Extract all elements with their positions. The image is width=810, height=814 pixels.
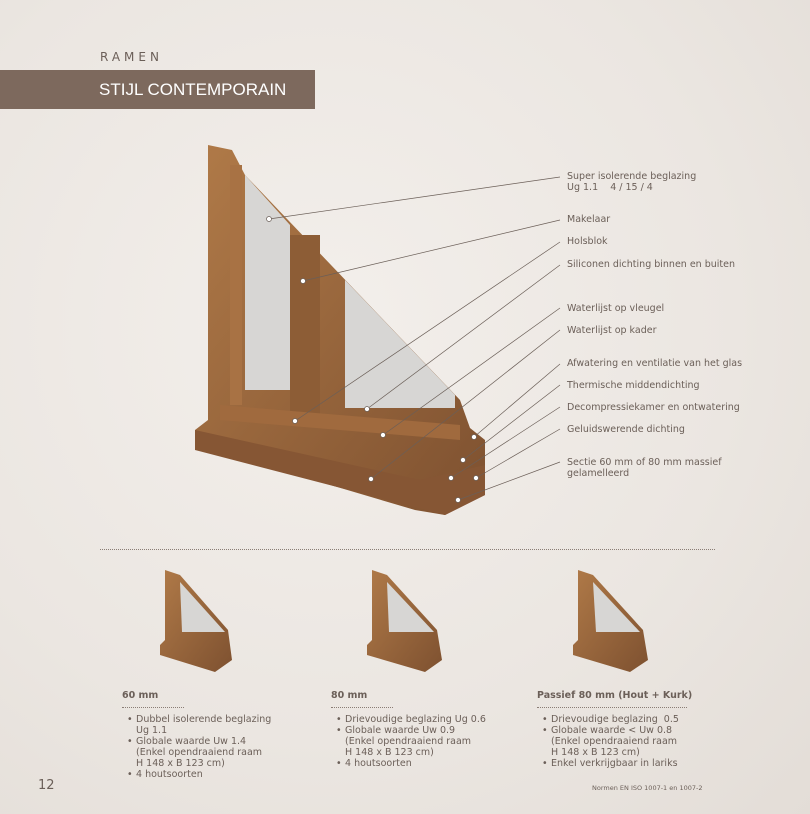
- page-number: 12: [38, 778, 55, 793]
- callout-geluid: Geluidswerende dichting: [567, 424, 685, 435]
- variant-title: 80 mm: [331, 690, 368, 701]
- variant-80mm-illustration: [367, 570, 442, 672]
- callout-text: Sectie 60 mm of 80 mm massief: [567, 457, 722, 468]
- spec-item: Drievoudige beglazing 0.5: [542, 714, 717, 725]
- callout-siliconen: Siliconen dichting binnen en buiten: [567, 259, 736, 270]
- callout-text: gelamelleerd: [567, 468, 630, 479]
- spec-item: Drievoudige beglazing Ug 0.6: [336, 714, 501, 725]
- title-banner: STIJL CONTEMPORAIN: [0, 70, 315, 109]
- callout-waterlijst-vleugel: Waterlijst op vleugel: [567, 303, 665, 314]
- main-window-section: [195, 145, 485, 515]
- spec-item: Enkel verkrijgbaar in lariks: [542, 758, 717, 769]
- callout-holsblok: Holsblok: [567, 236, 608, 247]
- callout-thermische: Thermische middendichting: [567, 380, 700, 391]
- callout-text: Ug 1.1 4 / 15 / 4: [567, 182, 653, 193]
- variant-title: 60 mm: [122, 690, 159, 701]
- page-title: STIJL CONTEMPORAIN: [99, 80, 287, 99]
- variant-60mm-illustration: [160, 570, 232, 672]
- callout-lines: [266, 176, 561, 503]
- variant-title: Passief 80 mm (Hout + Kurk): [537, 690, 693, 701]
- spec-item: 4 houtsoorten: [127, 769, 282, 780]
- spec-item: Globale waarde Uw 1.4(Enkel opendraaiend…: [127, 736, 282, 769]
- callout-decompressie: Decompressiekamer en ontwatering: [567, 402, 740, 413]
- variant-passief: Passief 80 mm (Hout + Kurk) Drievoudige …: [537, 690, 717, 769]
- callout-makelaar: Makelaar: [567, 214, 611, 225]
- spec-item: Globale waarde < Uw 0.8(Enkel opendraaie…: [542, 725, 717, 758]
- variant-80mm: 80 mm Drievoudige beglazing Ug 0.6 Globa…: [331, 690, 501, 769]
- variant-passief-illustration: [573, 570, 648, 672]
- callout-text: Super isolerende beglazing: [567, 171, 697, 182]
- norm-note: Normen EN ISO 1007-1 en 1007-2: [592, 784, 703, 792]
- callout-waterlijst-kader: Waterlijst op kader: [567, 325, 657, 336]
- spec-item: Globale waarde Uw 0.9(Enkel opendraaiend…: [336, 725, 501, 758]
- spec-item: 4 houtsoorten: [336, 758, 501, 769]
- callout-afwatering: Afwatering en ventilatie van het glas: [567, 358, 743, 369]
- divider: [100, 549, 715, 550]
- section-label: RAMEN: [100, 50, 163, 64]
